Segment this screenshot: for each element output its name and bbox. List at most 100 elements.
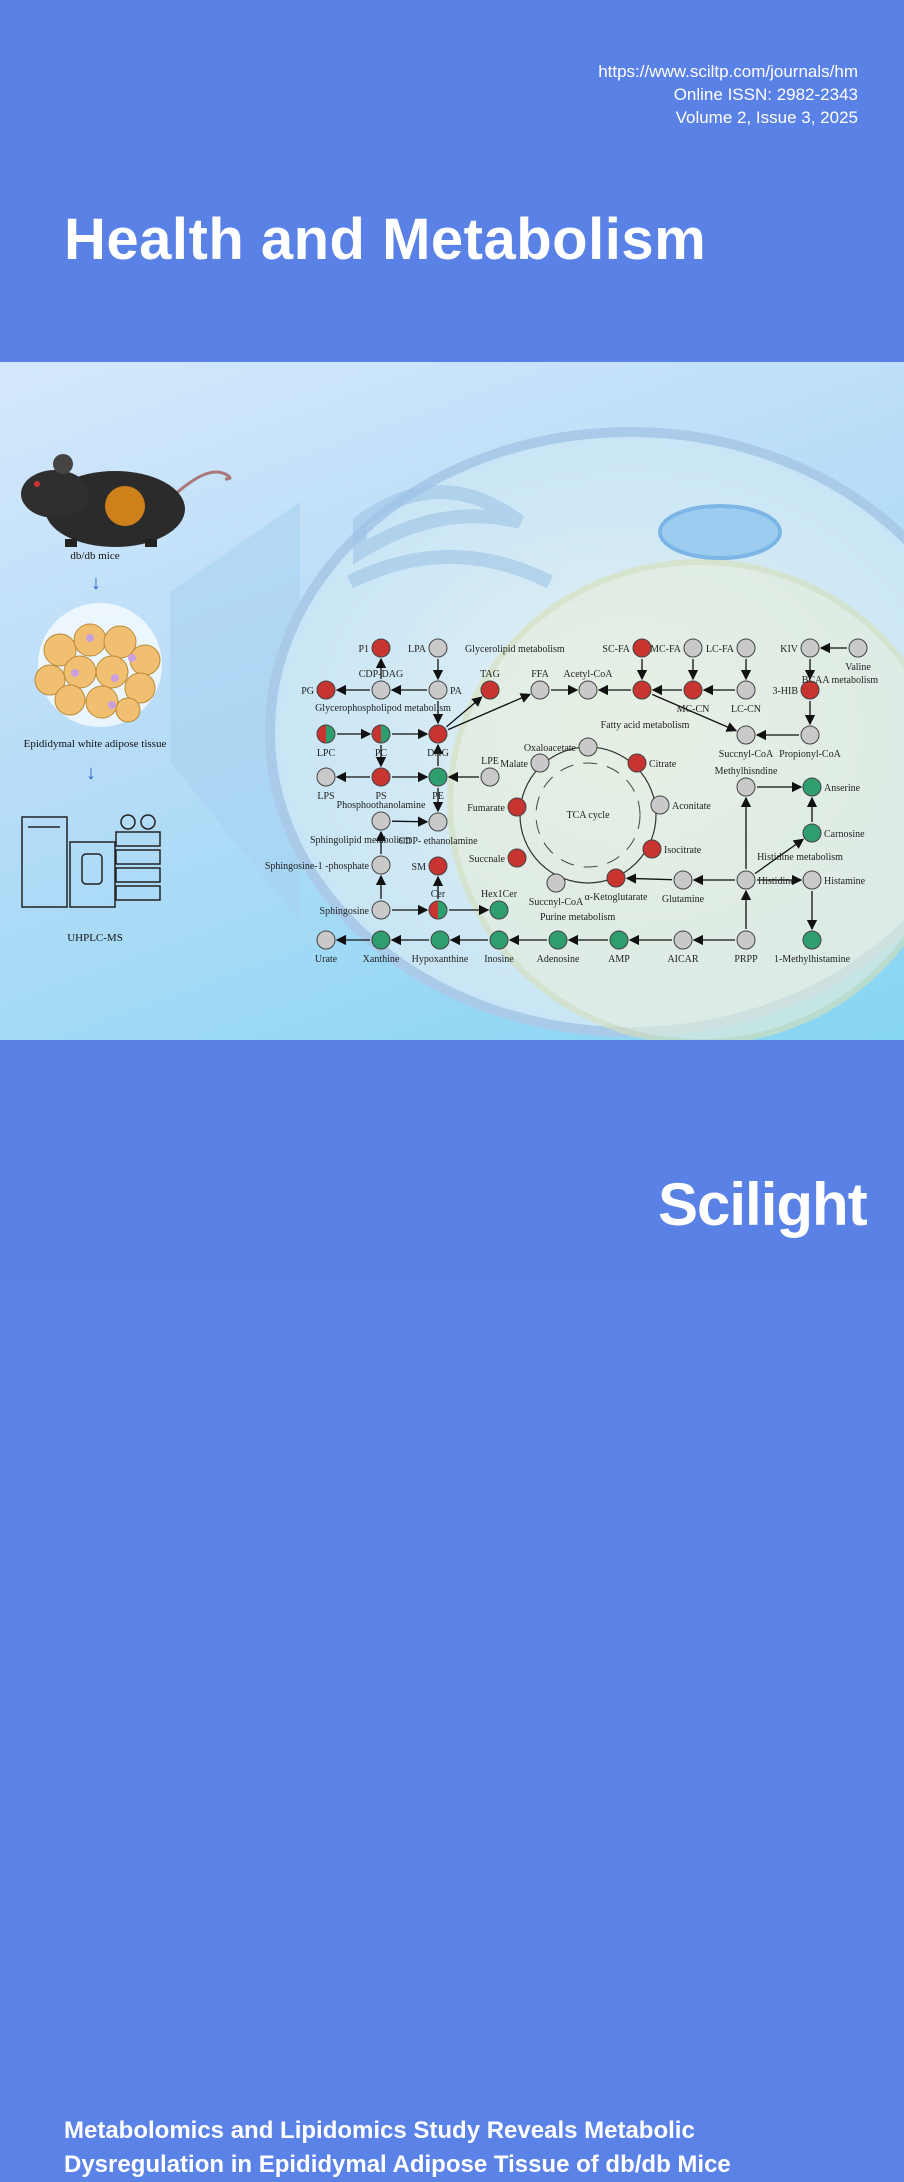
metabolite-node	[802, 777, 822, 797]
scilight-logo: Scilight	[658, 1171, 868, 1238]
metabolite-label: Anserine	[824, 783, 861, 794]
metabolite-label: Urate	[315, 954, 338, 965]
metabolite-node	[800, 638, 820, 658]
metabolite-label: Succnyl-CoA	[719, 749, 774, 760]
metabolite-node	[736, 725, 756, 745]
metabolite-label: PRPP	[734, 954, 758, 965]
pathway-group-label: BCAA metabolism	[802, 675, 879, 686]
metabolite-node	[428, 680, 448, 700]
metabolite-node-down-half	[438, 901, 447, 919]
metabolite-label: 1-Methylhistamine	[774, 954, 851, 965]
metabolite-node	[371, 767, 391, 787]
metabolite-label: FFA	[531, 669, 549, 680]
metabolite-label: Isocitrate	[664, 845, 702, 856]
metabolite-node	[632, 680, 652, 700]
metabolite-label: Acetyl-CoA	[564, 669, 614, 680]
article-title: Metabolomics and Lipidomics Study Reveal…	[64, 2114, 731, 2182]
metabolite-node	[683, 680, 703, 700]
metabolite-label: Inosine	[484, 954, 514, 965]
metabolite-node	[578, 737, 598, 757]
metabolite-label: Histamine	[824, 876, 866, 887]
step-db-db-mice: db/db mice	[70, 550, 120, 562]
metabolite-node	[371, 811, 391, 831]
pathway-group-label: Glycerolipid metabolism	[465, 644, 565, 655]
step-adipose-tissue: Epididymal white adipose tissue	[23, 738, 167, 750]
header-band: https://www.sciltp.com/journals/hm Onlin…	[0, 0, 904, 362]
metabolite-node	[480, 767, 500, 787]
metabolite-label: SM	[412, 862, 427, 873]
metabolite-node	[507, 797, 527, 817]
metabolite-label: LPS	[317, 791, 334, 802]
metabolite-label: Aconitate	[672, 801, 711, 812]
metabolite-label: Carnosine	[824, 829, 865, 840]
metabolite-label: 3-HIB	[772, 686, 798, 697]
metabolite-node	[650, 795, 670, 815]
metabolite-label: Phosphoothanolamine	[337, 800, 426, 811]
metabolite-label: Sphingosine-1 -phosphate	[265, 861, 370, 872]
metabolite-node	[371, 680, 391, 700]
pathway-arrow	[651, 693, 738, 732]
metabolite-label: Valine	[845, 662, 871, 673]
metabolite-node	[546, 873, 566, 893]
metabolite-label: Hex1Cer	[481, 889, 518, 900]
pathway-arrow	[447, 693, 532, 731]
journal-volume: Volume 2, Issue 3, 2025	[675, 108, 858, 127]
metabolite-node-down-half	[326, 725, 335, 743]
metabolite-node	[371, 855, 391, 875]
metabolite-node	[428, 724, 448, 744]
metabolite-node	[480, 680, 500, 700]
pathway-group-label: Sphingolipid metabolism	[310, 835, 411, 846]
metabolite-node	[802, 930, 822, 950]
metabolite-label: LC-FA	[706, 644, 735, 655]
metabolite-label: MC-CN	[677, 704, 710, 715]
pathway-arrow	[445, 696, 483, 728]
metabolite-node	[316, 930, 336, 950]
metabolite-node	[316, 767, 336, 787]
journal-meta: https://www.sciltp.com/journals/hm Onlin…	[598, 60, 858, 129]
metabolite-label: MC-FA	[650, 644, 682, 655]
arrow-down-icon: ↓	[86, 762, 96, 784]
adipose-tissue-illustration	[34, 603, 162, 727]
metabolite-node	[802, 870, 822, 890]
pathway-group-label: Purine metabolism	[540, 912, 615, 923]
pathway-group-label: TCA cycle	[566, 810, 610, 821]
pathway-group-label: Fatty acid metabolism	[601, 720, 690, 731]
metabolite-label: Oxaloacetate	[524, 743, 577, 754]
metabolite-node	[578, 680, 598, 700]
metabolite-label: α-Ketoglutarate	[585, 892, 649, 903]
metabolite-node	[428, 638, 448, 658]
metabolite-label: LPC	[317, 748, 336, 759]
journal-url[interactable]: https://www.sciltp.com/journals/hm	[598, 62, 858, 81]
pathway-group-label: Histidine metabolism	[757, 852, 843, 863]
uhplc-ms-instrument-illustration	[21, 814, 161, 908]
footer-band: Metabolomics and Lipidomics Study Reveal…	[0, 1040, 904, 2178]
pathway-arrow	[391, 816, 429, 827]
metabolite-label: Malate	[500, 759, 528, 770]
metabolite-node	[848, 638, 868, 658]
nucleus	[447, 559, 904, 1040]
metabolite-node	[736, 638, 756, 658]
metabolite-label: Histidine	[758, 876, 795, 887]
metabolite-node	[371, 900, 391, 920]
journal-title: Health and Metabolism	[64, 207, 707, 272]
article-title-line2: Dysregulation in Epididymal Adipose Tiss…	[64, 2151, 731, 2178]
metabolite-label: Methylhisndine	[715, 766, 778, 777]
metabolite-node	[736, 930, 756, 950]
metabolite-node-up-half	[372, 725, 381, 743]
metabolite-label: AICAR	[667, 954, 698, 965]
metabolite-label: LC-CN	[731, 704, 761, 715]
tca-cycle-arrows	[535, 762, 641, 868]
metabolite-node	[632, 638, 652, 658]
metabolite-node	[627, 753, 647, 773]
journal-issn: Online ISSN: 2982-2343	[673, 85, 858, 104]
metabolite-node	[430, 930, 450, 950]
metabolite-node	[736, 777, 756, 797]
metabolite-node	[736, 870, 756, 890]
metabolite-label: TAG	[480, 669, 500, 680]
metabolite-node	[530, 753, 550, 773]
metabolite-node	[428, 900, 448, 920]
metabolite-label: LPE	[481, 756, 499, 767]
metabolite-label: Cer	[431, 889, 446, 900]
